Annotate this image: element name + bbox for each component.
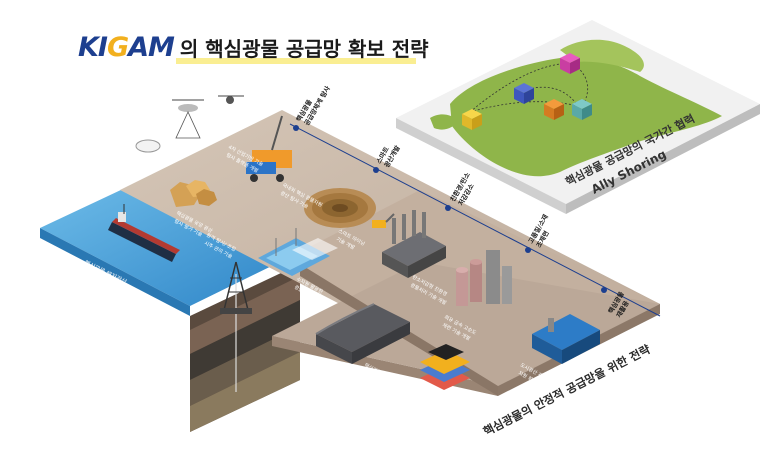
cube-orange-icon — [544, 99, 564, 120]
title-highlight — [176, 58, 416, 64]
timeline-label-3: 친환경/탄소 저감감소 — [448, 171, 476, 207]
scene-warehouse — [315, 303, 410, 364]
scene-drones-helicopter — [135, 95, 244, 153]
kigam-logo: KIGAM — [78, 31, 175, 63]
scene-books-graduation — [420, 344, 470, 390]
timeline — [289, 123, 661, 317]
drilling-rig-icon — [220, 261, 252, 314]
scene-factory — [382, 210, 446, 278]
scene-open-pit — [304, 188, 376, 228]
world-map-panel: 핵심광물 공급망의 국가간 협력 Ally Shoring — [396, 20, 760, 214]
timeline-label-1: 핵심광물 공급망체계 탐사 — [294, 84, 332, 127]
cube-yellow-icon — [462, 109, 482, 130]
cube-pink-icon — [560, 53, 580, 74]
page-title: KIGAM 의 핵심광물 공급망 확보 전략 — [78, 30, 429, 64]
scene-recycling-plant — [532, 314, 600, 364]
cube-teal-icon — [572, 99, 592, 120]
scene-rocks — [170, 180, 217, 207]
cube-blue-icon — [514, 83, 534, 104]
scene-water-plant — [258, 228, 338, 276]
scene-drill-truck — [246, 115, 292, 182]
title-text: 의 핵심광물 공급망 확보 전략 — [179, 36, 429, 61]
timeline-label-4: 고품질/소재 조제련 — [526, 213, 551, 249]
scene-excavator — [372, 213, 395, 228]
sea-section: 핵심광물 해저광상 조사 및 개발 기술 — [40, 180, 300, 432]
cargo-ship-icon — [108, 204, 180, 262]
scene-smelter-tanks — [456, 250, 512, 306]
timeline-line — [289, 123, 661, 317]
